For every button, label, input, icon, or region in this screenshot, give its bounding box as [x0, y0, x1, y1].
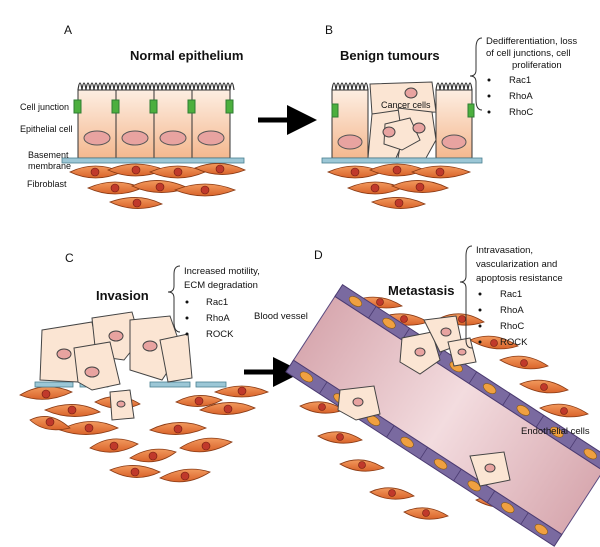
panel-b-title: Benign tumours [340, 48, 440, 63]
note-c-bullet-2: RhoA [206, 313, 230, 324]
panel-a-letter: A [64, 23, 72, 37]
note-b-line-2: of cell junctions, cell [486, 48, 570, 59]
note-d-line-2: vascularization and [476, 259, 557, 270]
panel-d: D Metastasis [254, 245, 600, 547]
microvilli [77, 82, 235, 91]
fibroblasts-c [19, 385, 270, 483]
note-brace-c [167, 265, 181, 333]
basement-label-1: Basement [28, 150, 69, 160]
note-b-line-1: Dedifferentiation, loss [486, 36, 577, 47]
fibroblast-nuclei [90, 164, 225, 208]
note-d-line-3: apoptosis resistance [476, 273, 563, 284]
panel-c-letter: C [65, 251, 74, 265]
note-b-bullet-1: Rac1 [509, 75, 531, 86]
basement-membrane-b [321, 157, 483, 164]
note-c-bullet-1: Rac1 [206, 297, 228, 308]
metastatic-cancer-cells [337, 315, 511, 487]
note-d-bullet-2: RhoA [500, 305, 524, 316]
basement-membrane [61, 157, 245, 164]
note-brace-b [469, 37, 483, 111]
basement-label-2: membrane [28, 161, 71, 171]
cancer-cells [367, 81, 437, 159]
cell-junctions [73, 99, 234, 114]
fibroblast-label: Fibroblast [27, 179, 67, 189]
blood-vessel-label: Blood vessel [254, 311, 308, 322]
note-b-bullet-2: RhoA [509, 91, 533, 102]
broken-basement-membrane [34, 381, 227, 388]
note-d-line-1: Intravasation, [476, 245, 533, 256]
note-brace-d [459, 245, 473, 349]
panel-c: C Invasion [19, 251, 270, 483]
epithelial-cells [77, 89, 231, 159]
cancer-cells-label: Cancer cells [381, 100, 431, 110]
panel-a-title: Normal epithelium [130, 48, 243, 63]
note-d-bullet-1: Rac1 [500, 289, 522, 300]
cell-junction-label: Cell junction [20, 102, 69, 112]
invading-cancer-cells [39, 311, 193, 421]
note-b-line-3: proliferation [512, 60, 562, 71]
note-d-bullet-4: ROCK [500, 337, 528, 348]
endothelial-cells-label: Endothelial cells [521, 426, 590, 437]
note-d-bullet-3: RhoC [500, 321, 524, 332]
note-c-line-1: Increased motility, [184, 266, 260, 277]
microvilli-b [331, 82, 473, 91]
panel-c-title: Invasion [96, 288, 149, 303]
note-c-line-2: ECM degradation [184, 280, 258, 291]
epithelial-cell-label: Epithelial cell [20, 124, 73, 134]
panel-d-title: Metastasis [388, 283, 454, 298]
panel-b-letter: B [325, 23, 333, 37]
note-c-bullet-3: ROCK [206, 329, 234, 340]
note-b-bullet-3: RhoC [509, 107, 533, 118]
panel-a: A Normal epithelium [20, 23, 246, 209]
panel-d-letter: D [314, 248, 323, 262]
panel-b: B Benign tumours Cancer cells [321, 23, 577, 209]
